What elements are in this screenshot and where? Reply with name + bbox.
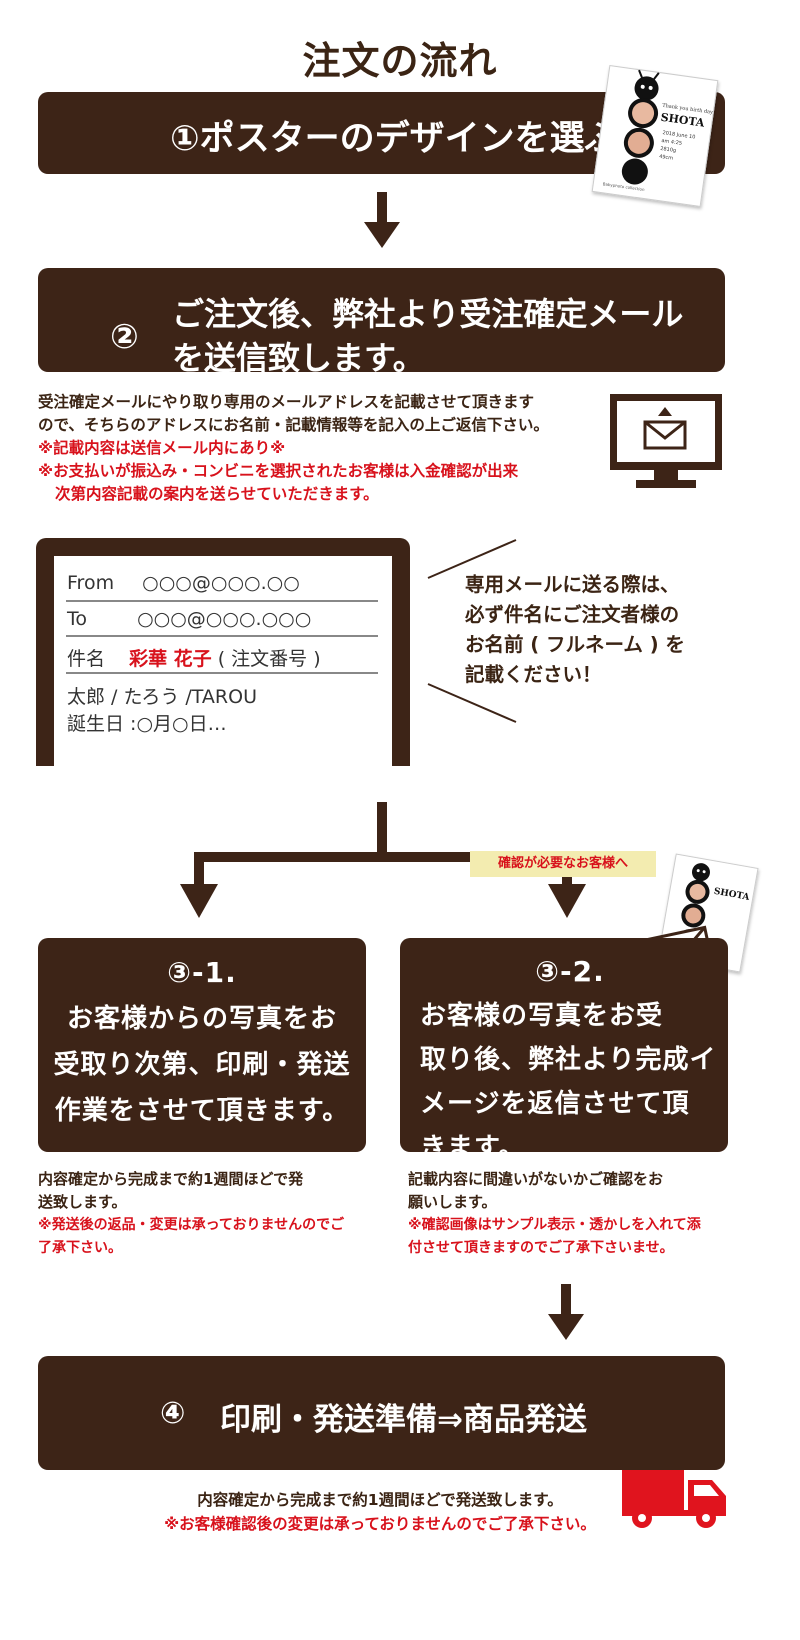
- note-warning: ※お支払いが振込み・コンビニを選択されたお客様は入金確認が出来: [38, 462, 519, 480]
- mail-body-line: 誕生日 :○月○日…: [67, 713, 227, 735]
- mail-from-row: From ○○○@○○○.○○: [67, 572, 300, 594]
- step3-2-content: ③-2. お客様の写真をお受 取り後、弊社より完成イ メージを返信させて頂 きま…: [420, 950, 720, 1170]
- step4-banner: [38, 1356, 725, 1470]
- divider: [66, 635, 378, 637]
- truck-icon: [622, 1470, 726, 1528]
- mail-body: 太郎 / たろう /TAROU 誕生日 :○月○日…: [67, 684, 257, 738]
- step1-label: ①ポスターのデザインを選ぶ: [170, 119, 620, 159]
- mail-subject-suffix: ( 注文番号 ): [217, 648, 321, 670]
- step3-1-line: 受取り次第、印刷・発送: [53, 1050, 351, 1080]
- mail-to-value: ○○○@○○○.○○○: [137, 608, 312, 630]
- poster-sample-image: Thank you birth day SHOTA 2018 June 10 a…: [591, 64, 719, 208]
- step3-1-box: [38, 938, 366, 1152]
- mail-body-line: 太郎 / たろう /TAROU: [67, 686, 257, 708]
- note-line: 内容確定から完成まで約1週間ほどで発送致します。: [197, 1491, 563, 1509]
- callout-line: 専用メールに送る際は、: [465, 573, 680, 596]
- step3-2-note: 記載内容に間違いがないかご確認をお 願いします。 ※確認画像はサンプル表示・透か…: [408, 1168, 738, 1260]
- down-arrow-icon: [548, 1284, 584, 1340]
- note-line: 願いします。: [408, 1193, 497, 1211]
- callout-line: 記載ください！: [465, 663, 602, 686]
- note-warning: ※記載内容は送信メール内にあり※: [38, 439, 286, 457]
- note-warning: 了承下さい。: [38, 1240, 122, 1256]
- note-warning: ※確認画像はサンプル表示・透かしを入れて添: [408, 1217, 701, 1233]
- note-line: 記載内容に間違いがないかご確認をお: [408, 1170, 664, 1188]
- step2-line: を送信致します。: [172, 339, 425, 377]
- mail-subject-label: 件名: [67, 648, 106, 670]
- down-arrow-icon: [364, 192, 400, 248]
- mail-to-row: To ○○○@○○○.○○○: [67, 608, 311, 630]
- note-line: 送致します。: [38, 1193, 127, 1211]
- step4-label: 印刷・発送準備⇒商品発送: [220, 1402, 587, 1438]
- note-warning: ※発送後の返品・変更は承っておりませんのでご: [38, 1217, 345, 1233]
- step2-number: ②: [110, 317, 139, 357]
- step3-2-line: メージを返信させて頂: [420, 1089, 690, 1119]
- note-line: ので、そちらのアドレスにお名前・記載情報等を記入の上ご返信下さい。: [38, 416, 549, 434]
- step2-banner: [38, 268, 725, 372]
- step3-2-line: きます。: [420, 1133, 526, 1163]
- note-warning: 付させて頂きますのでご了承下さいませ。: [408, 1240, 674, 1256]
- callout-lines: [427, 539, 517, 723]
- mail-callout: 専用メールに送る際は、 必ず件名にご注文者様の お名前 ( フルネーム ) を …: [465, 570, 685, 690]
- page-title: 注文の流れ: [302, 39, 498, 83]
- confirm-tag: 確認が必要なお客様へ: [470, 851, 656, 877]
- mail-from-value: ○○○@○○○.○○: [142, 572, 300, 594]
- step2-note: 受注確定メールにやり取り専用のメールアドレスを記載させて頂きます ので、そちらの…: [38, 391, 608, 506]
- step3-1-line: 作業をさせて頂きます。: [54, 1096, 350, 1126]
- note-line: 受注確定メールにやり取り専用のメールアドレスを記載させて頂きます: [38, 393, 535, 411]
- step4-note: 内容確定から完成まで約1週間ほどで発送致します。 ※お客様確認後の変更は承ってお…: [0, 1488, 760, 1536]
- step4-number: ④: [160, 1396, 186, 1431]
- step2-line: ご注文後、弊社より受注確定メール: [172, 295, 684, 333]
- mail-subject-row: 件名 彩華 花子 ( 注文番号 ): [67, 644, 321, 671]
- mail-to-label: To: [67, 608, 88, 630]
- note-warning: 次第内容記載の案内を送らせていただきます。: [55, 485, 379, 503]
- note-line: 内容確定から完成まで約1週間ほどで発: [38, 1170, 304, 1188]
- note-warning: ※お客様確認後の変更は承っておりませんのでご了承下さい。: [164, 1515, 596, 1533]
- step3-2-number: ③-2.: [535, 955, 605, 988]
- mail-subject-name: 彩華 花子: [129, 648, 212, 670]
- step3-1-number: ③-1.: [167, 956, 237, 989]
- step3-2-line: 取り後、弊社より完成イ: [420, 1045, 717, 1075]
- callout-line: お名前 ( フルネーム ) を: [465, 633, 685, 656]
- step3-2-box: [400, 938, 728, 1152]
- step3-1-note: 内容確定から完成まで約1週間ほどで発 送致します。 ※発送後の返品・変更は承って…: [38, 1168, 368, 1260]
- mail-example-screen: [54, 556, 392, 766]
- mail-from-label: From: [67, 572, 115, 594]
- step3-2-line: お客様の写真をお受: [420, 1001, 664, 1031]
- monitor-mail-icon: [610, 394, 722, 488]
- step3-1-content: ③-1. お客様からの写真をお 受取り次第、印刷・発送 作業をさせて頂きます。: [38, 950, 366, 1134]
- callout-line: 必ず件名にご注文者様の: [465, 603, 680, 626]
- divider: [66, 672, 378, 674]
- divider: [66, 600, 378, 602]
- step2-label: ご注文後、弊社より受注確定メール を送信致します。: [172, 292, 683, 380]
- step3-1-line: お客様からの写真をお: [66, 1004, 337, 1034]
